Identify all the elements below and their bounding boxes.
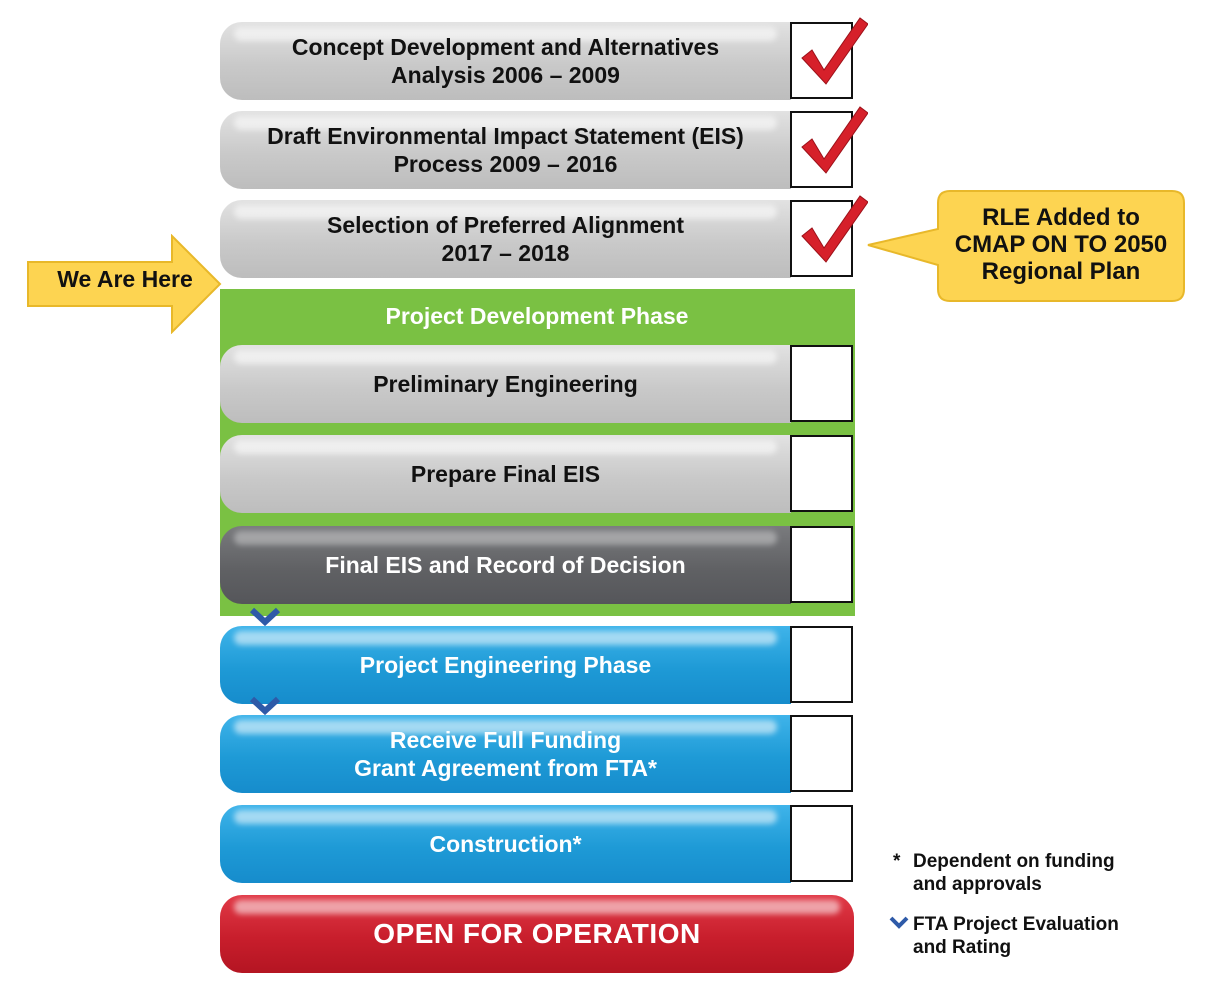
checkbox-draft-eis bbox=[790, 106, 868, 188]
stage-preliminary-engineering: Preliminary Engineering bbox=[220, 345, 791, 423]
chevron-down-icon bbox=[250, 607, 280, 627]
asterisk-symbol: * bbox=[893, 851, 901, 872]
callout-text: RLE Added to CMAP ON TO 2050 Regional Pl… bbox=[954, 204, 1168, 285]
checkbox-concept-development bbox=[790, 17, 868, 99]
we-are-here-label: We Are Here bbox=[57, 266, 193, 292]
stage-draft-eis: Draft Environmental Impact Statement (EI… bbox=[220, 111, 791, 189]
checkmark-icon bbox=[801, 195, 868, 263]
stage-final-eis-record-of-decision: Final EIS and Record of Decision bbox=[220, 526, 791, 604]
chevron-down-icon bbox=[250, 696, 280, 716]
note-asterisk-text: Dependent on funding and approvals bbox=[913, 851, 1115, 895]
checkbox-preliminary-engineering bbox=[790, 345, 853, 422]
checkmark-icon bbox=[801, 106, 868, 174]
stage-prepare-final-eis: Prepare Final EIS bbox=[220, 435, 791, 513]
checkbox-construction bbox=[790, 805, 853, 882]
stage-project-engineering: Project Engineering Phase bbox=[220, 626, 791, 704]
we-are-here-arrow-icon bbox=[27, 234, 222, 334]
chevron-down-icon bbox=[889, 916, 909, 929]
checkbox-preferred-alignment bbox=[790, 195, 868, 277]
stage-full-funding-grant: Receive Full Funding Grant Agreement fro… bbox=[220, 715, 791, 793]
callout-bubble bbox=[867, 190, 1185, 302]
checkbox-full-funding-grant bbox=[790, 715, 853, 792]
phase-label: Project Development Phase bbox=[385, 302, 689, 329]
checkmark-icon bbox=[801, 17, 868, 85]
checkbox-prepare-final-eis bbox=[790, 435, 853, 512]
stage-construction: Construction* bbox=[220, 805, 791, 883]
checkbox-project-engineering bbox=[790, 626, 853, 703]
note-chevron-text: FTA Project Evaluation and Rating bbox=[913, 914, 1119, 958]
checkbox-final-eis-record-of-decision bbox=[790, 526, 853, 603]
stage-open-for-operation: OPEN FOR OPERATION bbox=[220, 895, 854, 973]
stage-concept-development: Concept Development and Alternatives Ana… bbox=[220, 22, 791, 100]
stage-preferred-alignment: Selection of Preferred Alignment 2017 – … bbox=[220, 200, 791, 278]
